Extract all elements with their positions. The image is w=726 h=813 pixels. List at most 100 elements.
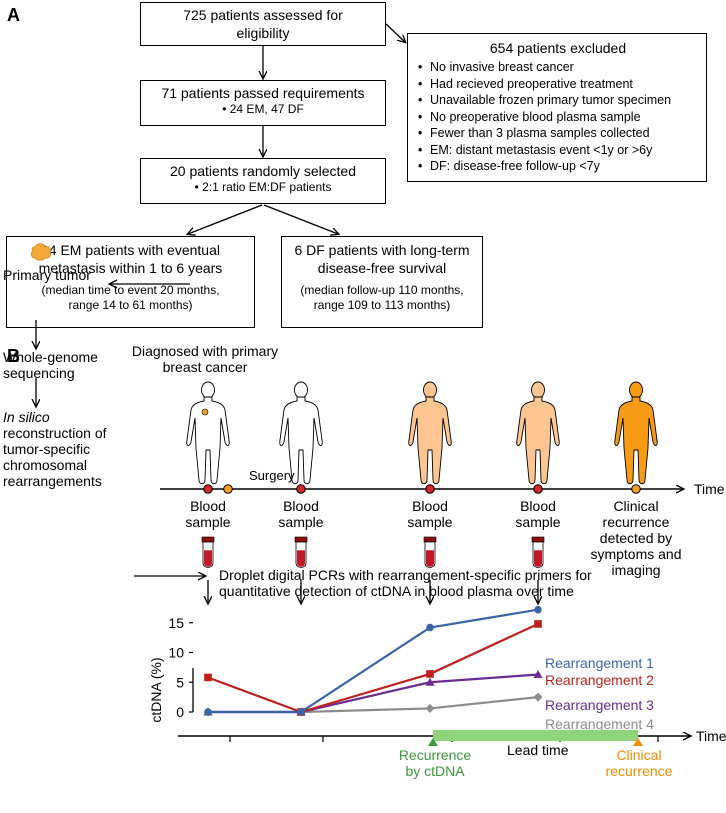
- y-tick-label: 10: [168, 645, 184, 661]
- passed-detail: • 24 EM, 47 DF: [222, 102, 304, 116]
- diagnosed-label: Diagnosed with primary breast cancer: [105, 343, 305, 375]
- excluded-reason: Had recieved preoperative treatment: [416, 76, 700, 93]
- blood-draw-dot: [425, 484, 435, 494]
- data-point: [534, 620, 542, 628]
- clinical-dot: [631, 484, 641, 494]
- diagnosed-line1: Diagnosed with primary: [131, 343, 279, 359]
- patient-figure: [408, 381, 452, 485]
- blood-sample-line2: sample: [515, 514, 561, 530]
- excluded-box: 654 patients excluded No invasive breast…: [407, 33, 707, 182]
- arrow-to-excluded: [385, 23, 405, 42]
- ctdna-recurrence-line1: Recurrence: [398, 747, 472, 763]
- assessed-box: 725 patients assessed for eligibility: [140, 2, 386, 46]
- selected-detail: • 2:1 ratio EM:DF patients: [194, 180, 332, 194]
- arrow-selected-to-df: [263, 204, 338, 234]
- df-note2: range 109 to 113 months): [313, 298, 451, 312]
- data-point: [204, 708, 212, 716]
- data-point: [204, 673, 212, 682]
- surgery-dot: [223, 484, 233, 494]
- insilico-label: In silico reconstruction of tumor-specif…: [3, 409, 107, 489]
- clinical-detect-line5: imaging: [611, 562, 661, 578]
- data-point: [533, 670, 543, 679]
- blood-sample-line1: Blood: [412, 498, 448, 514]
- ctdna-recurrence-label: Recurrence by ctDNA: [390, 747, 480, 779]
- patient-figure: [279, 381, 323, 485]
- series-line-2: [207, 622, 539, 714]
- data-point: [425, 677, 435, 686]
- patient-figure-clinical: [614, 381, 658, 485]
- ddpcr-line1: Droplet digital PCRs with rearrangement-…: [219, 567, 592, 583]
- arrow-selected-to-em: [188, 204, 263, 234]
- wgs-line1: Whole-genome: [3, 349, 98, 365]
- data-point: [426, 670, 434, 678]
- insilico-line3: tumor-specific: [3, 441, 91, 457]
- ctdna-recurrence-marker: [428, 738, 438, 746]
- assessed-line2: eligibility: [236, 25, 290, 41]
- blood-sample-line2: sample: [407, 514, 453, 530]
- legend-label-4: Rearrangement 4: [545, 716, 654, 732]
- panel-a-letter: A: [7, 5, 20, 25]
- blood-sample-label: Blood sample: [508, 498, 568, 530]
- excluded-reason: No invasive breast cancer: [416, 59, 700, 76]
- blood-tube-icon: [423, 536, 437, 568]
- blood-tube-icon: [531, 536, 545, 568]
- excluded-reason: Fewer than 3 plasma samples collected: [416, 125, 700, 142]
- data-point: [426, 623, 434, 632]
- data-point: [534, 605, 542, 614]
- legend-label-3: Rearrangement 3: [545, 697, 654, 713]
- surgery-label: Surgery: [249, 468, 295, 483]
- excluded-reason: Unavailable frozen primary tumor specime…: [416, 92, 700, 109]
- data-point: [425, 703, 435, 713]
- y-tick-label: 0: [176, 704, 184, 720]
- legend-label-1: Rearrangement 1: [545, 655, 654, 671]
- df-line2: disease-free survival: [317, 260, 447, 276]
- blood-sample-label: Blood sample: [400, 498, 460, 530]
- blood-draw-dot: [296, 484, 306, 494]
- blood-sample-line2: sample: [185, 514, 231, 530]
- clinical-detect-line3: detected by: [599, 530, 673, 546]
- ddpcr-line2: quantitative detection of ctDNA in blood…: [219, 583, 574, 599]
- df-group-box: 6 DF patients with long-term disease-fre…: [281, 236, 483, 328]
- data-point: [297, 708, 305, 716]
- blood-sample-line1: Blood: [283, 498, 319, 514]
- excluded-reason: No preoperative blood plasma sample: [416, 109, 700, 126]
- y-tick-label: 15: [168, 615, 184, 631]
- blood-tube-icon: [201, 536, 215, 568]
- blood-sample-line1: Blood: [190, 498, 226, 514]
- legend-label-2: Rearrangement 2: [545, 672, 654, 688]
- passed-box: 71 patients passed requirements • 24 EM,…: [140, 80, 386, 126]
- em-line1: 14 EM patients with eventual: [41, 242, 220, 258]
- time-label: Time: [694, 481, 725, 497]
- em-line2: metastasis within 1 to 6 years: [38, 260, 223, 276]
- blood-sample-label: Blood sample: [178, 498, 238, 530]
- wgs-line2: sequencing: [3, 365, 75, 381]
- clinical-recurrence-label: Clinical recurrence: [594, 747, 684, 779]
- excluded-reason: EM: distant metastasis event <1y or >6y: [416, 142, 700, 159]
- insilico-italic: In silico: [3, 409, 50, 425]
- em-note1: (median time to event 20 months,: [41, 283, 220, 297]
- clinical-detect-line1: Clinical: [613, 498, 659, 514]
- clinical-recurrence-line1: Clinical: [616, 747, 662, 763]
- clinical-detect-label: Clinical recurrence detected by symptoms…: [586, 498, 686, 578]
- series-line-1: [208, 608, 539, 714]
- blood-draw-dot: [533, 484, 543, 494]
- clinical-detect-line4: symptoms and: [590, 546, 682, 562]
- clinical-recurrence-line2: recurrence: [605, 763, 673, 779]
- series-line-4: [208, 696, 539, 714]
- df-line1: 6 DF patients with long-term: [294, 242, 470, 258]
- df-note1: (median follow-up 110 months,: [300, 283, 464, 297]
- y-tick-label: 5: [176, 674, 184, 690]
- passed-title: 71 patients passed requirements: [161, 85, 365, 101]
- insilico-line4: chromosomal: [3, 457, 88, 473]
- blood-sample-line2: sample: [278, 514, 324, 530]
- clinical-recurrence-marker: [633, 738, 643, 746]
- lead-time-bar: [433, 730, 638, 741]
- assessed-line1: 725 patients assessed for: [183, 7, 343, 23]
- selected-box: 20 patients randomly selected • 2:1 rati…: [140, 158, 386, 204]
- panel-b-letter: B: [7, 346, 20, 366]
- ddpcr-label: Droplet digital PCRs with rearrangement-…: [219, 567, 592, 599]
- em-note2: range 14 to 61 months): [68, 298, 193, 312]
- excluded-title: 654 patients excluded: [489, 40, 627, 56]
- insilico-line5: rearrangements: [3, 473, 102, 489]
